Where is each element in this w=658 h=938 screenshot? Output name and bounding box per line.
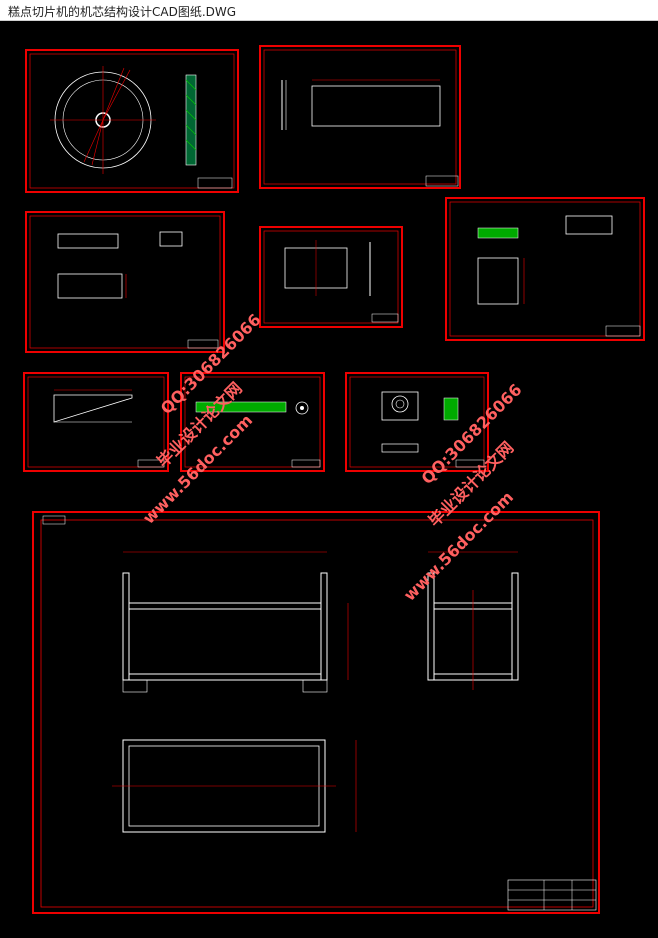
sheet-block-drawing[interactable] xyxy=(25,211,225,353)
cad-drawing: QQ:306826066 毕业设计论文网 www.56doc.com QQ:30… xyxy=(0,21,658,934)
sheet-square-drawing[interactable] xyxy=(445,197,645,341)
sheet-disc-drawing[interactable] xyxy=(25,49,239,193)
sheet-bearing-housing-drawing[interactable] xyxy=(345,372,489,472)
sheet-bar-drawing[interactable] xyxy=(259,45,461,189)
window-title-bar: 糕点切片机的机芯结构设计CAD图纸.DWG xyxy=(0,0,658,21)
window-title: 糕点切片机的机芯结构设计CAD图纸.DWG xyxy=(8,5,237,19)
cad-viewer-canvas[interactable]: QQ:306826066 毕业设计论文网 www.56doc.com QQ:30… xyxy=(0,21,658,934)
sheet-plate-drawing[interactable] xyxy=(259,226,403,328)
sheet-frame-assembly-drawing[interactable] xyxy=(32,511,600,914)
sheet-shaft-drawing[interactable] xyxy=(180,372,325,472)
sheet-taper-drawing[interactable] xyxy=(23,372,169,472)
